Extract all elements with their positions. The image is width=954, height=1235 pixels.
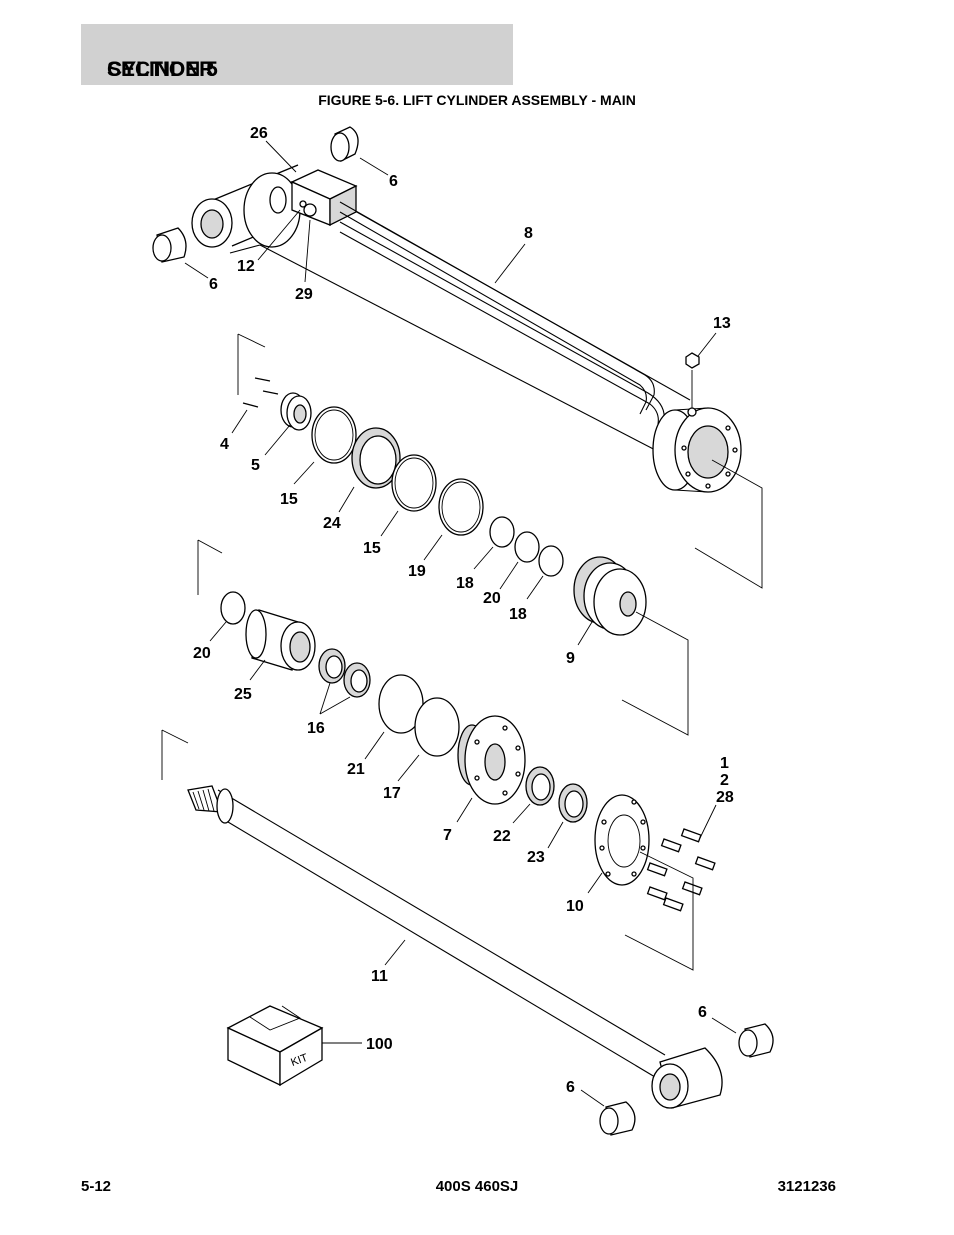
hydraulic-tubes bbox=[339, 201, 669, 426]
manifold-block bbox=[290, 169, 358, 227]
bushing-6-bottom-left bbox=[599, 1101, 636, 1136]
footer-page-number: 5-12 bbox=[81, 1178, 112, 1195]
ring-15-b bbox=[391, 454, 437, 512]
callout-6-bottom-right: 6 bbox=[698, 1004, 707, 1021]
callout-15-a: 15 bbox=[280, 491, 298, 508]
callout-29: 29 bbox=[295, 286, 313, 303]
callout-12: 12 bbox=[237, 258, 255, 275]
plate-5 bbox=[280, 392, 312, 431]
kit-label: KIT bbox=[289, 1052, 309, 1069]
callout-100: 100 bbox=[366, 1036, 393, 1053]
section-title: CYLINDER bbox=[107, 58, 215, 81]
section-number: SECTION 5 bbox=[107, 58, 218, 81]
callout-18-b: 18 bbox=[509, 606, 527, 623]
rod-eye bbox=[651, 1047, 723, 1109]
footer-model: 400S 460SJ bbox=[435, 1178, 519, 1195]
bushing-6-top-right bbox=[330, 126, 359, 162]
callout-10: 10 bbox=[566, 898, 584, 915]
callout-19: 19 bbox=[408, 563, 426, 580]
callout-2: 2 bbox=[720, 772, 729, 789]
callout-numbers: 26 6 8 12 6 29 13 4 5 15 24 15 19 18 20 … bbox=[193, 125, 734, 1096]
callout-18-a: 18 bbox=[456, 575, 474, 592]
barrel-end-ring bbox=[652, 407, 742, 493]
callout-4: 4 bbox=[220, 436, 229, 453]
footer-doc-number: 3121236 bbox=[777, 1178, 836, 1195]
leader-lines bbox=[184, 140, 737, 1107]
callout-13: 13 bbox=[713, 315, 731, 332]
bushing-6-bottom-right bbox=[738, 1023, 774, 1058]
piston-9 bbox=[573, 556, 647, 636]
callout-1: 1 bbox=[720, 755, 729, 772]
figure-caption: FIGURE 5-6. LIFT CYLINDER ASSEMBLY - MAI… bbox=[0, 92, 954, 108]
callout-6-top-right: 6 bbox=[389, 173, 398, 190]
callout-15-b: 15 bbox=[363, 540, 381, 557]
ring-24 bbox=[351, 427, 401, 489]
callout-28: 28 bbox=[716, 789, 734, 806]
nut-13 bbox=[685, 352, 700, 408]
spacer-25 bbox=[245, 609, 316, 671]
ring-19 bbox=[438, 478, 484, 536]
kit-box: KIT bbox=[226, 1005, 324, 1087]
callout-17: 17 bbox=[383, 785, 401, 802]
section-header: SECTION 5 CYLINDER bbox=[81, 24, 513, 85]
wiper-16 bbox=[318, 648, 371, 698]
callout-8: 8 bbox=[524, 225, 533, 242]
ring-20-b bbox=[220, 591, 246, 625]
figure-title: LIFT CYLINDER ASSEMBLY - MAIN bbox=[402, 92, 636, 108]
callout-20-a: 20 bbox=[483, 590, 501, 607]
ring-18-a bbox=[489, 516, 515, 548]
rod-11 bbox=[187, 785, 666, 1081]
seal-22 bbox=[525, 766, 555, 806]
head-7 bbox=[457, 715, 526, 805]
cylinder-barrel bbox=[191, 164, 691, 456]
ring-18-b bbox=[538, 545, 564, 577]
callout-25: 25 bbox=[234, 686, 252, 703]
callout-16: 16 bbox=[307, 720, 325, 737]
ring-17 bbox=[414, 697, 460, 757]
callout-24: 24 bbox=[323, 515, 341, 532]
callout-20-b: 20 bbox=[193, 645, 211, 662]
callout-5: 5 bbox=[251, 457, 260, 474]
callout-21: 21 bbox=[347, 761, 365, 778]
callout-22: 22 bbox=[493, 828, 511, 845]
figure-number: FIGURE 5-6. bbox=[318, 92, 400, 108]
callout-6-bottom-left: 6 bbox=[566, 1079, 575, 1096]
callout-11: 11 bbox=[371, 968, 388, 985]
bolts-4 bbox=[242, 377, 279, 408]
callout-6-top-left: 6 bbox=[209, 276, 218, 293]
seal-23 bbox=[558, 783, 588, 823]
ring-15-a bbox=[311, 406, 357, 464]
bushing-6-top-left bbox=[152, 227, 187, 263]
ring-20-a bbox=[514, 531, 540, 563]
callout-7: 7 bbox=[443, 827, 452, 844]
callout-9: 9 bbox=[566, 650, 575, 667]
callout-26: 26 bbox=[250, 125, 268, 142]
bolts-1 bbox=[646, 828, 716, 912]
callout-23: 23 bbox=[527, 849, 545, 866]
gland-10 bbox=[594, 794, 650, 886]
